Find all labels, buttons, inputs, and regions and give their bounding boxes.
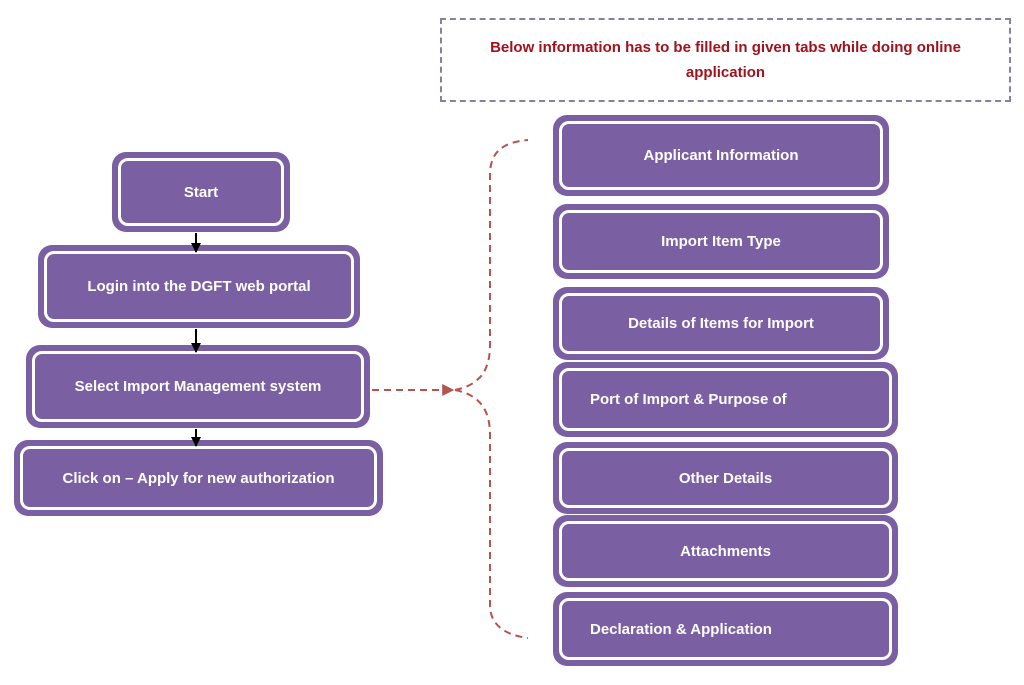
flow-step-label: Start — [118, 158, 284, 226]
flow-step-select-import-management: Select Import Management system — [26, 345, 370, 428]
brace-lower — [454, 389, 529, 639]
flow-step-label: Select Import Management system — [32, 351, 364, 422]
tab-import-item-type: Import Item Type — [553, 204, 889, 279]
instruction-note: Below information has to be filled in gi… — [440, 18, 1011, 102]
tab-applicant-information: Applicant Information — [553, 115, 889, 196]
flow-step-login: Login into the DGFT web portal — [38, 245, 360, 328]
tab-declaration-application: Declaration & Application — [553, 592, 898, 666]
tab-label: Applicant Information — [559, 121, 883, 190]
tab-other-details: Other Details — [553, 442, 898, 514]
tab-label: Port of Import & Purpose of — [559, 368, 892, 431]
instruction-note-text: Below information has to be filled in gi… — [490, 39, 961, 81]
tab-label: Attachments — [559, 521, 892, 581]
flow-step-label: Click on – Apply for new authorization — [20, 446, 377, 510]
tab-label: Other Details — [559, 448, 892, 508]
flow-step-apply-new-authorization: Click on – Apply for new authorization — [14, 440, 383, 516]
tab-label: Declaration & Application — [559, 598, 892, 660]
flow-step-start: Start — [112, 152, 290, 232]
tab-label: Import Item Type — [559, 210, 883, 273]
brace-upper — [454, 139, 529, 391]
tab-label: Details of Items for Import — [559, 293, 883, 354]
tab-port-of-import: Port of Import & Purpose of — [553, 362, 898, 437]
tab-attachments: Attachments — [553, 515, 898, 587]
tab-details-of-items: Details of Items for Import — [553, 287, 889, 360]
flow-step-label: Login into the DGFT web portal — [44, 251, 354, 322]
